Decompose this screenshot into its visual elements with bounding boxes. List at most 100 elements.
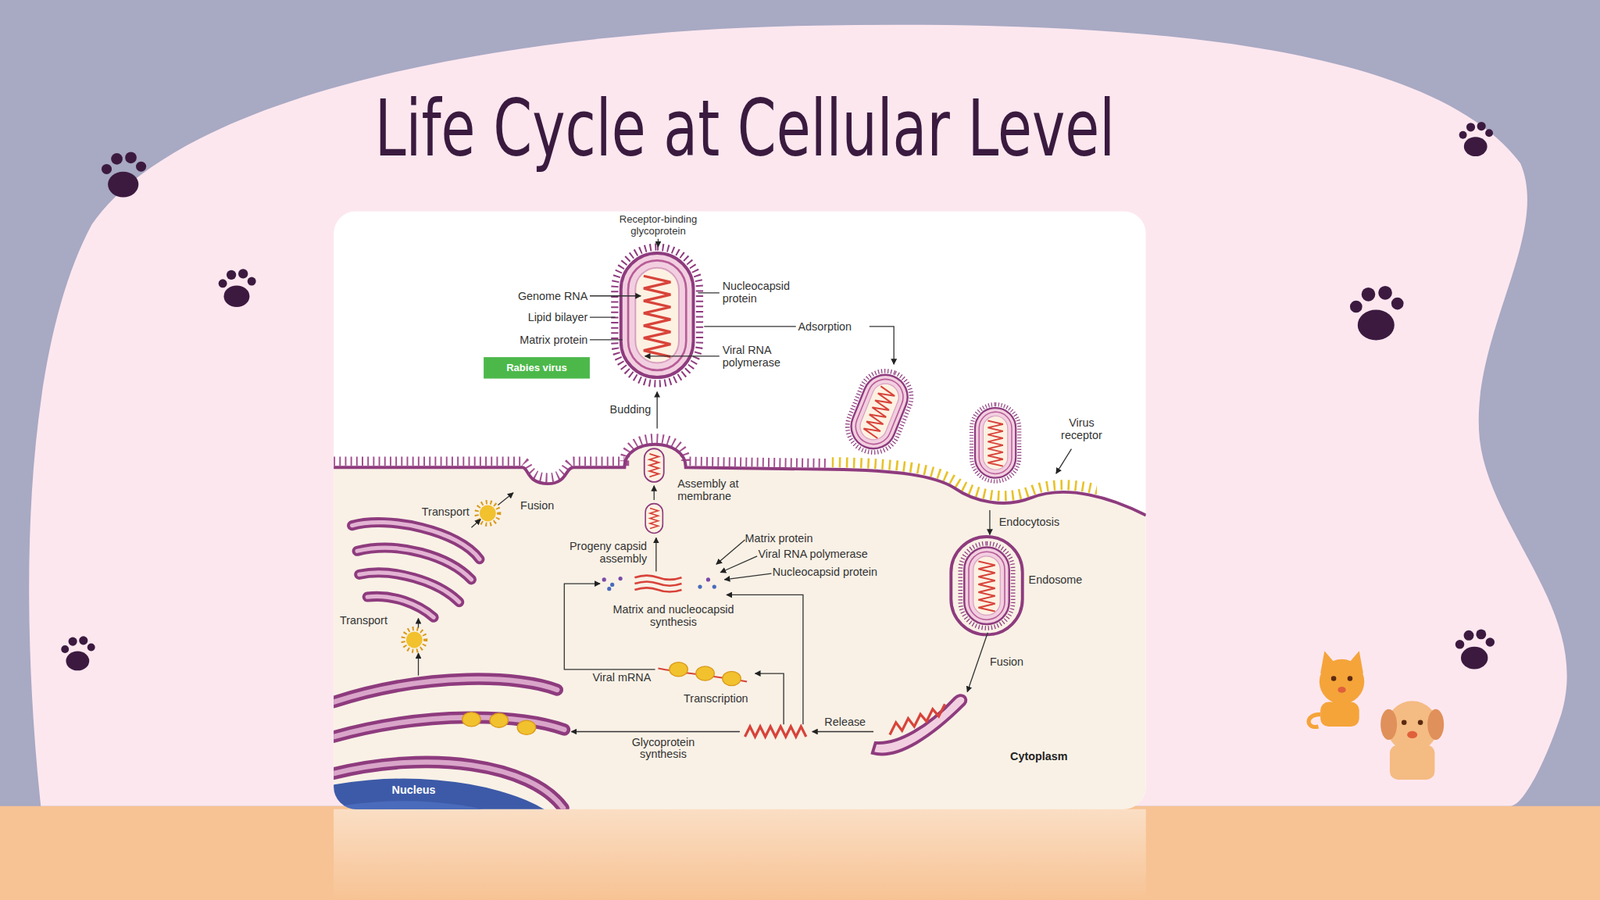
- golgi-lumen: [352, 522, 480, 560]
- glycoprotein-arrow: [571, 731, 740, 733]
- assembly-arrow: [655, 537, 657, 572]
- ribosome: [669, 662, 689, 677]
- assembly-arrow: [653, 485, 655, 500]
- synthesis-arrow: [726, 594, 804, 725]
- ribosome: [462, 712, 482, 727]
- diagram-label: Adsorption: [797, 320, 852, 333]
- fusion-arrow: [497, 492, 514, 506]
- dog-mouth: [1407, 731, 1418, 739]
- cat-tail: [1308, 714, 1321, 727]
- vesicle-spikes: [476, 502, 500, 525]
- protein-dot: [697, 584, 702, 589]
- paw-print: [101, 151, 147, 197]
- protein-dot: [712, 584, 717, 589]
- cat-body: [1320, 702, 1360, 727]
- synthesized-rna: [634, 575, 682, 593]
- golgi-lumen: [357, 547, 472, 580]
- leader-line: [644, 355, 719, 357]
- label-box: Rabies virus: [483, 357, 590, 379]
- dog-icon: [1380, 700, 1444, 780]
- transport-vesicles: [403, 502, 500, 652]
- box-text: Rabies virus: [506, 361, 568, 375]
- fusion-arrow: [967, 632, 988, 693]
- mrna-arrow: [564, 583, 655, 670]
- diagram-label: Genome RNA: [517, 289, 588, 303]
- panel-reflection: [333, 809, 1147, 900]
- endosome-membrane: [950, 536, 1022, 635]
- ribosome: [696, 666, 715, 681]
- virus-receptors: [831, 462, 1097, 509]
- paw-print: [1459, 121, 1493, 157]
- cat-eye: [1347, 675, 1354, 682]
- rabies-virion: [614, 246, 700, 384]
- panel: [333, 210, 1147, 809]
- diagram-label: Viral RNA polymerase: [757, 547, 868, 561]
- cytoplasm: [333, 444, 1147, 810]
- budding-arrow: [656, 392, 658, 429]
- diagram-label: Transport: [421, 505, 470, 518]
- cat-mouth: [1337, 686, 1346, 693]
- diagram-label: Endosome: [1028, 573, 1083, 586]
- golgi: [352, 522, 480, 618]
- dog-eye: [1417, 719, 1424, 725]
- life-cycle-illustration: [333, 210, 1147, 809]
- golgi-cisterna: [367, 596, 434, 618]
- paw-print: [1350, 285, 1404, 341]
- transport-arrow: [471, 519, 481, 528]
- diagram-label: Nucleus: [392, 783, 436, 797]
- transport-arrow: [417, 653, 419, 676]
- diagram-label: Lipid bilayer: [528, 310, 589, 324]
- genome-rna: [889, 703, 946, 735]
- transport-arrow: [417, 618, 419, 629]
- er-band-inner: [333, 717, 565, 737]
- membrane-glycoproteins: [333, 438, 829, 478]
- receptor-bound-virion: [971, 404, 1020, 483]
- ribosome: [489, 713, 509, 728]
- rna-strand: [634, 587, 682, 592]
- diagram-label: Assembly at membrane: [677, 477, 770, 502]
- diagram-label: Viral mRNA: [592, 671, 652, 684]
- diagram-label: Progeny capsid assembly: [534, 539, 647, 565]
- diagram-label: Nucleocapsid protein: [772, 565, 878, 579]
- leader-line: [716, 539, 746, 565]
- leader-line: [1056, 449, 1072, 474]
- endocytosis-arrow: [989, 510, 990, 535]
- diagram-label: Fusion: [989, 655, 1024, 668]
- diagram-label: Virus receptor: [1050, 416, 1112, 441]
- ribosome: [517, 720, 536, 735]
- protein-dot: [618, 576, 623, 581]
- protein-dot: [602, 577, 607, 582]
- er-band-inner: [333, 678, 558, 703]
- dog-eye: [1401, 719, 1408, 725]
- cat-eye: [1331, 675, 1337, 682]
- diagram-label: Transport: [339, 614, 388, 627]
- budding-capsid: [644, 448, 665, 483]
- protein-dot: [607, 586, 611, 591]
- diagram-label: Viral RNA polymerase: [722, 343, 804, 368]
- slide-title: Life Cycle at Cellular Level: [375, 89, 1115, 168]
- er-band-inner: [333, 761, 564, 808]
- adsorbing-virion: [839, 363, 920, 461]
- cat-head: [1319, 659, 1365, 704]
- vesicle: [479, 505, 497, 522]
- diagram-label: Matrix protein: [519, 333, 588, 347]
- ribosome: [722, 671, 742, 686]
- diagram-label: Transcription: [683, 692, 749, 705]
- protein-dots: [602, 576, 717, 591]
- cat-icon: [1308, 650, 1365, 727]
- endoplasmic-reticulum: [333, 678, 565, 808]
- diagram-label: Fusion: [520, 499, 554, 512]
- dog-ear: [1380, 709, 1397, 740]
- dog-ear: [1427, 709, 1444, 740]
- er-band: [333, 761, 564, 808]
- golgi-lumen: [367, 596, 434, 618]
- leader-line: [589, 295, 641, 297]
- leader-line: [724, 573, 772, 580]
- er-band: [333, 717, 565, 737]
- nucleus-inner: [333, 800, 557, 809]
- leader-line: [657, 239, 659, 247]
- diagram-label: Cytoplasm: [1010, 750, 1068, 763]
